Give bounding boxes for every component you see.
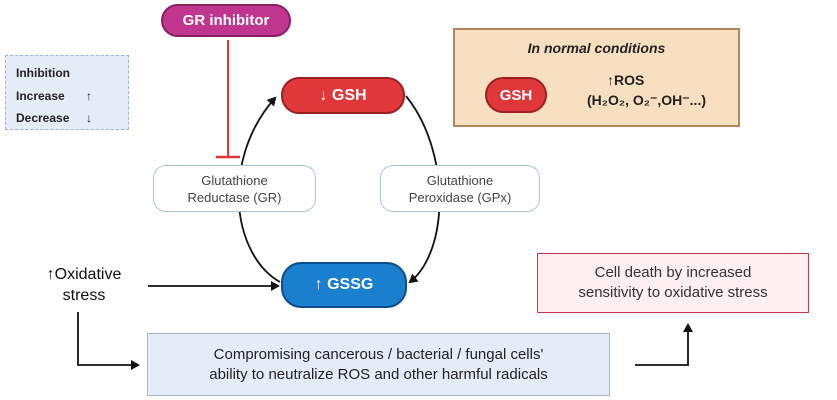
legend-inhibition-label: Inhibition [16,66,70,80]
ros-species: (H₂O₂, O₂⁻,OH⁻...) [587,92,706,108]
elbow-to-compromising [77,312,140,370]
oxidative-stress-label: ↑Oxidative stress [20,264,148,306]
glutathione-reductase-node: Glutathione Reductase (GR) [153,165,316,212]
gpx-line2: Peroxidase (GPx) [408,189,512,205]
gr-inhibitor-node: GR inhibitor [161,4,291,37]
normal-gsh-node: GSH [485,77,547,113]
oxidative-stress-line1: ↑Oxidative [46,266,122,283]
glutathione-peroxidase-node: Glutathione Peroxidase (GPx) [380,165,540,212]
normal-conditions-title: In normal conditions [527,40,666,56]
legend-increase-symbol: ↑ [86,89,92,103]
compromising-line2: ability to neutralize ROS and other harm… [209,365,548,383]
legend-increase-label: Increase [16,89,65,103]
legend-decrease-symbol: ↓ [86,111,92,125]
cell-death-line1: Cell death by increased [594,264,752,281]
compromising-box: Compromising cancerous / bacterial / fun… [147,333,610,396]
oxidative-stress-line2: stress [62,287,106,304]
legend-box: Inhibition Increase ↑ Decrease ↓ [5,55,129,130]
ros-label: ↑ROS [607,72,645,88]
gpx-line1: Glutathione [426,172,494,188]
legend-decrease-label: Decrease [16,111,70,125]
gsh-node: ↓ GSH [281,77,405,114]
gssg-node: ↑ GSSG [281,262,407,308]
cell-death-line2: sensitivity to oxidative stress [578,284,768,301]
compromising-line1: Compromising cancerous / bacterial / fun… [213,345,544,363]
elbow-to-cell-death [635,323,693,366]
cell-death-box: Cell death by increased sensitivity to o… [537,253,809,313]
gr-line2: Reductase (GR) [187,189,282,205]
gr-line1: Glutathione [201,172,268,188]
